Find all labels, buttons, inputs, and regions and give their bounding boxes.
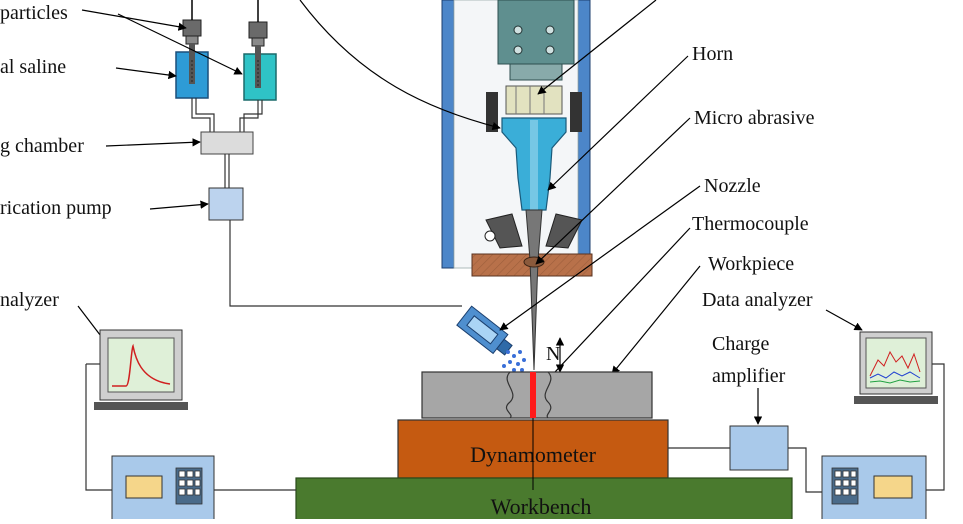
label-nozzle: Nozzle	[704, 175, 761, 197]
label-horn: Horn	[692, 43, 733, 65]
abrasive-particles	[502, 350, 526, 372]
particle-supply-assembly	[175, 0, 462, 307]
tool-tip	[525, 209, 543, 371]
saline-tank	[175, 44, 209, 99]
label-chamber: g chamber	[0, 135, 84, 157]
label-workpiece: Workpiece	[708, 253, 794, 275]
label-left-analyzer: nalyzer	[0, 289, 59, 311]
ultrasonic-spindle-frame	[441, 0, 593, 371]
label-workbench: Workbench	[491, 494, 592, 519]
mixing-chamber	[200, 131, 254, 155]
keypad-icon	[831, 467, 859, 505]
label-force: N	[546, 343, 560, 365]
workpiece	[421, 371, 653, 419]
label-pump: rication pump	[0, 197, 112, 219]
label-data-analyzer: Data analyzer	[702, 289, 813, 311]
label-charge: Charge	[712, 333, 770, 355]
lubrication-pump	[208, 187, 244, 221]
valve-icon	[248, 0, 268, 47]
valve-icon	[182, 0, 202, 45]
label-saline: al saline	[0, 56, 66, 78]
left-charge-amplifier	[111, 455, 215, 523]
thermocouple	[530, 372, 536, 418]
workbench	[295, 477, 793, 523]
keypad-icon	[175, 467, 203, 505]
charge-amplifier	[729, 425, 789, 471]
oscilloscope-monitor-icon	[94, 329, 188, 410]
label-amplifier: amplifier	[712, 365, 786, 387]
supply-line	[229, 220, 462, 307]
right-data-acquisition-unit	[821, 455, 927, 523]
label-particles: particles	[0, 2, 68, 24]
label-micro-abrasive: Micro abrasive	[694, 107, 815, 129]
particle-tank	[243, 46, 277, 101]
label-thermocouple: Thermocouple	[692, 213, 809, 235]
data-monitor-icon	[854, 331, 938, 404]
